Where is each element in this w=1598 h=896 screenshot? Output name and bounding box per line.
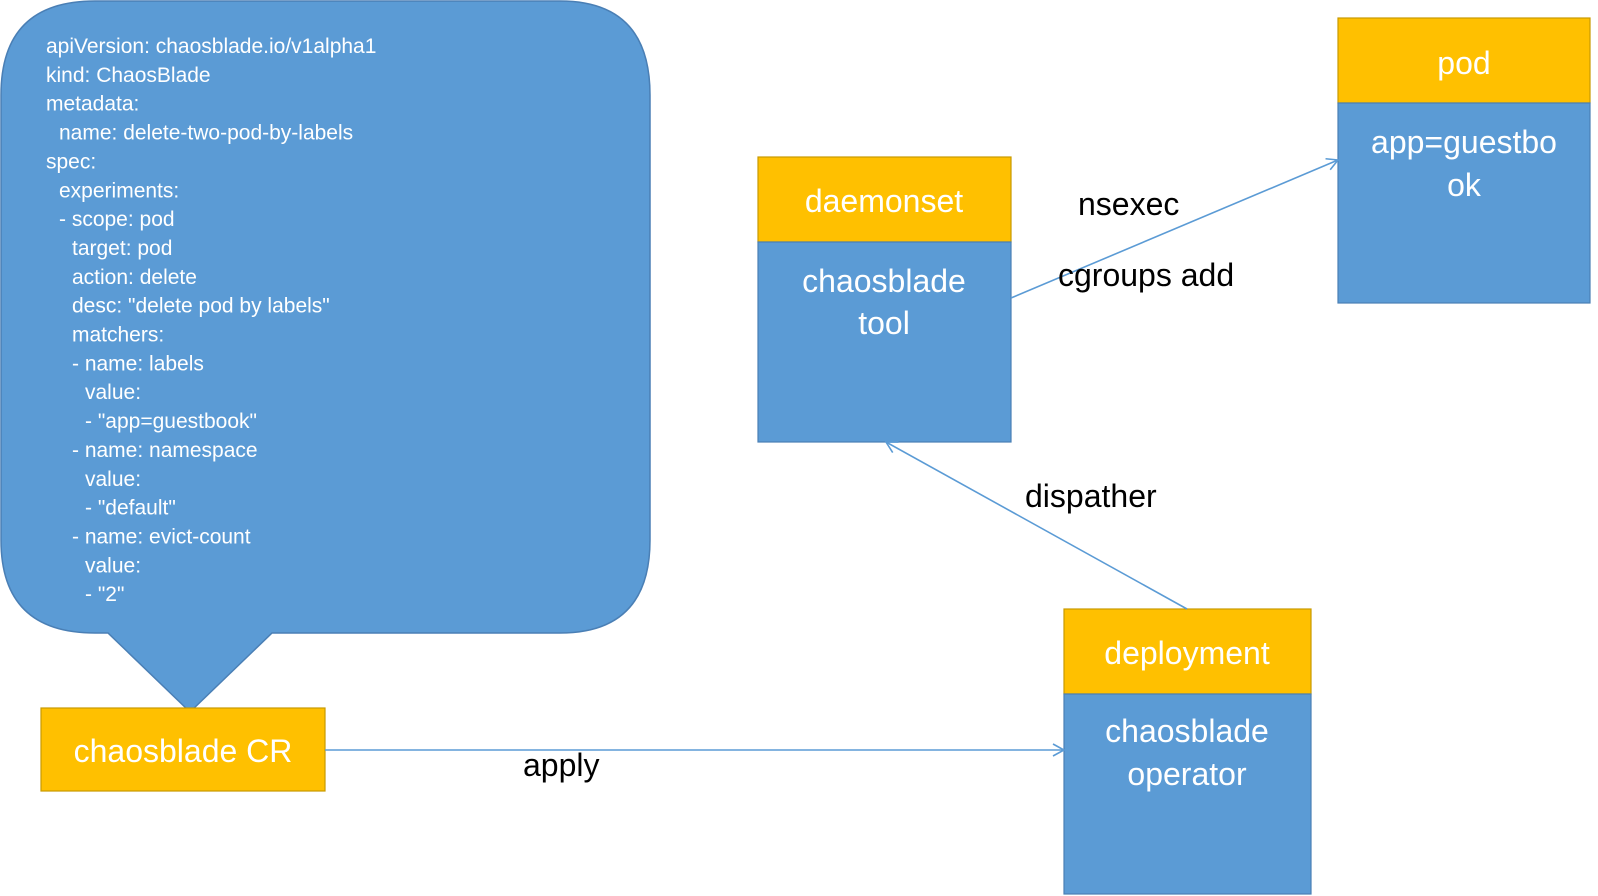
yaml-line: - name: evict-count: [72, 525, 251, 548]
cgroups-add-label: cgroups add: [1058, 257, 1234, 293]
yaml-line: experiments:: [59, 179, 179, 202]
yaml-line: - "app=guestbook": [85, 410, 257, 433]
yaml-line: - "2": [85, 583, 124, 606]
yaml-line: - scope: pod: [59, 208, 175, 231]
daemonset-body-line1: chaosblade: [802, 263, 966, 299]
dispather-arrow: [884, 441, 1188, 610]
pod-body-line1: app=guestbo: [1371, 124, 1557, 160]
apply-label: apply: [523, 747, 600, 783]
pod-body-rect: [1337, 102, 1591, 304]
yaml-line: spec:: [46, 150, 96, 173]
deployment-body-line1: chaosblade: [1105, 713, 1269, 749]
deployment-box: deployment chaosblade operator: [1063, 608, 1312, 895]
pod-box: pod app=guestbo ok: [1337, 17, 1591, 304]
yaml-line: - name: namespace: [72, 439, 258, 462]
deployment-header-rect: [1063, 608, 1312, 695]
chaosblade-cr-label: chaosblade CR: [74, 733, 293, 769]
pod-header-label: pod: [1437, 45, 1490, 81]
chaosblade-cr-box: chaosblade CR: [40, 707, 326, 792]
daemonset-header-rect: [757, 156, 1012, 243]
yaml-line: target: pod: [72, 237, 172, 260]
yaml-line: name: delete-two-pod-by-labels: [59, 122, 353, 145]
dispather-label: dispather: [1025, 478, 1157, 514]
yaml-text-block: apiVersion: chaosblade.io/v1alpha1 kind: …: [46, 35, 376, 606]
yaml-line: desc: "delete pod by labels": [72, 295, 330, 318]
daemonset-body-line2: tool: [858, 305, 910, 341]
chaosblade-cr-rect: [40, 707, 326, 792]
yaml-line: metadata:: [46, 93, 139, 116]
yaml-line: value:: [85, 468, 141, 491]
daemonset-box: daemonset chaosblade tool: [757, 156, 1012, 443]
nsexec-arrow: [1010, 157, 1340, 299]
pod-header-rect: [1337, 17, 1591, 104]
yaml-line: matchers:: [72, 324, 164, 347]
yaml-line: value:: [85, 554, 141, 577]
yaml-line: - name: labels: [72, 352, 204, 375]
daemonset-header-label: daemonset: [805, 183, 963, 219]
yaml-line: action: delete: [72, 266, 197, 289]
deployment-body-line2: operator: [1127, 756, 1247, 792]
yaml-line: kind: ChaosBlade: [46, 64, 211, 87]
pod-body-line2: ok: [1447, 167, 1482, 203]
yaml-callout: apiVersion: chaosblade.io/v1alpha1 kind: …: [0, 0, 651, 714]
nsexec-label: nsexec: [1078, 186, 1179, 222]
edges: [325, 157, 1340, 757]
yaml-line: - "default": [85, 497, 176, 520]
daemonset-body-rect: [757, 241, 1012, 443]
yaml-line: value:: [85, 381, 141, 404]
yaml-line: apiVersion: chaosblade.io/v1alpha1: [46, 35, 376, 58]
deployment-header-label: deployment: [1104, 635, 1270, 671]
deployment-body-rect: [1063, 693, 1312, 895]
